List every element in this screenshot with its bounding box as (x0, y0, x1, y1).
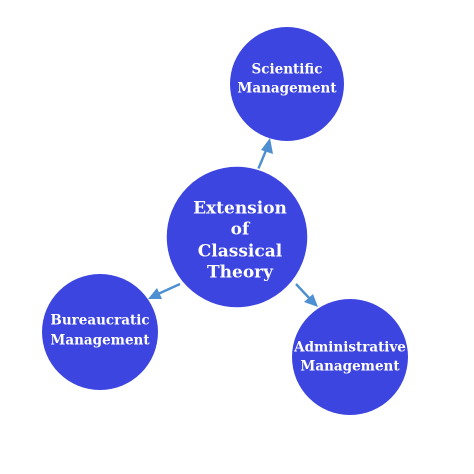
node-bureaucratic-label-line-2: Management (50, 333, 150, 349)
node-scientific-circle (230, 27, 344, 141)
center-label-line-1: Extension (193, 199, 287, 219)
node-center: Extension of Classical Theory (165, 165, 309, 309)
arrow-to-bureaucratic (157, 282, 181, 296)
node-administrative-label-line-2: Management (300, 359, 400, 375)
center-label-line-2: of (231, 220, 251, 240)
center-circle (165, 165, 309, 309)
node-bureaucratic-circle (42, 274, 158, 390)
arrowhead-bureaucratic (148, 288, 162, 299)
node-administrative-management: Administrative Management (292, 299, 408, 415)
node-scientific-label-line-1: Scientific (252, 62, 323, 78)
node-administrative-label-line-1: Administrative (293, 340, 406, 356)
node-administrative-circle (292, 299, 408, 415)
node-scientific-label-line-2: Management (237, 81, 337, 97)
arrowhead-administrative (304, 294, 318, 307)
arrowhead-scientific (261, 138, 273, 154)
center-label-line-4: Theory (207, 263, 274, 283)
node-bureaucratic-management: Bureaucratic Management (42, 274, 158, 390)
center-label-line-3: Classical (198, 242, 283, 262)
arrow-to-administrative (295, 283, 311, 300)
arrow-to-scientific (255, 147, 269, 173)
node-bureaucratic-label-line-1: Bureaucratic (50, 313, 149, 329)
node-scientific-management: Scientific Management (230, 27, 344, 141)
